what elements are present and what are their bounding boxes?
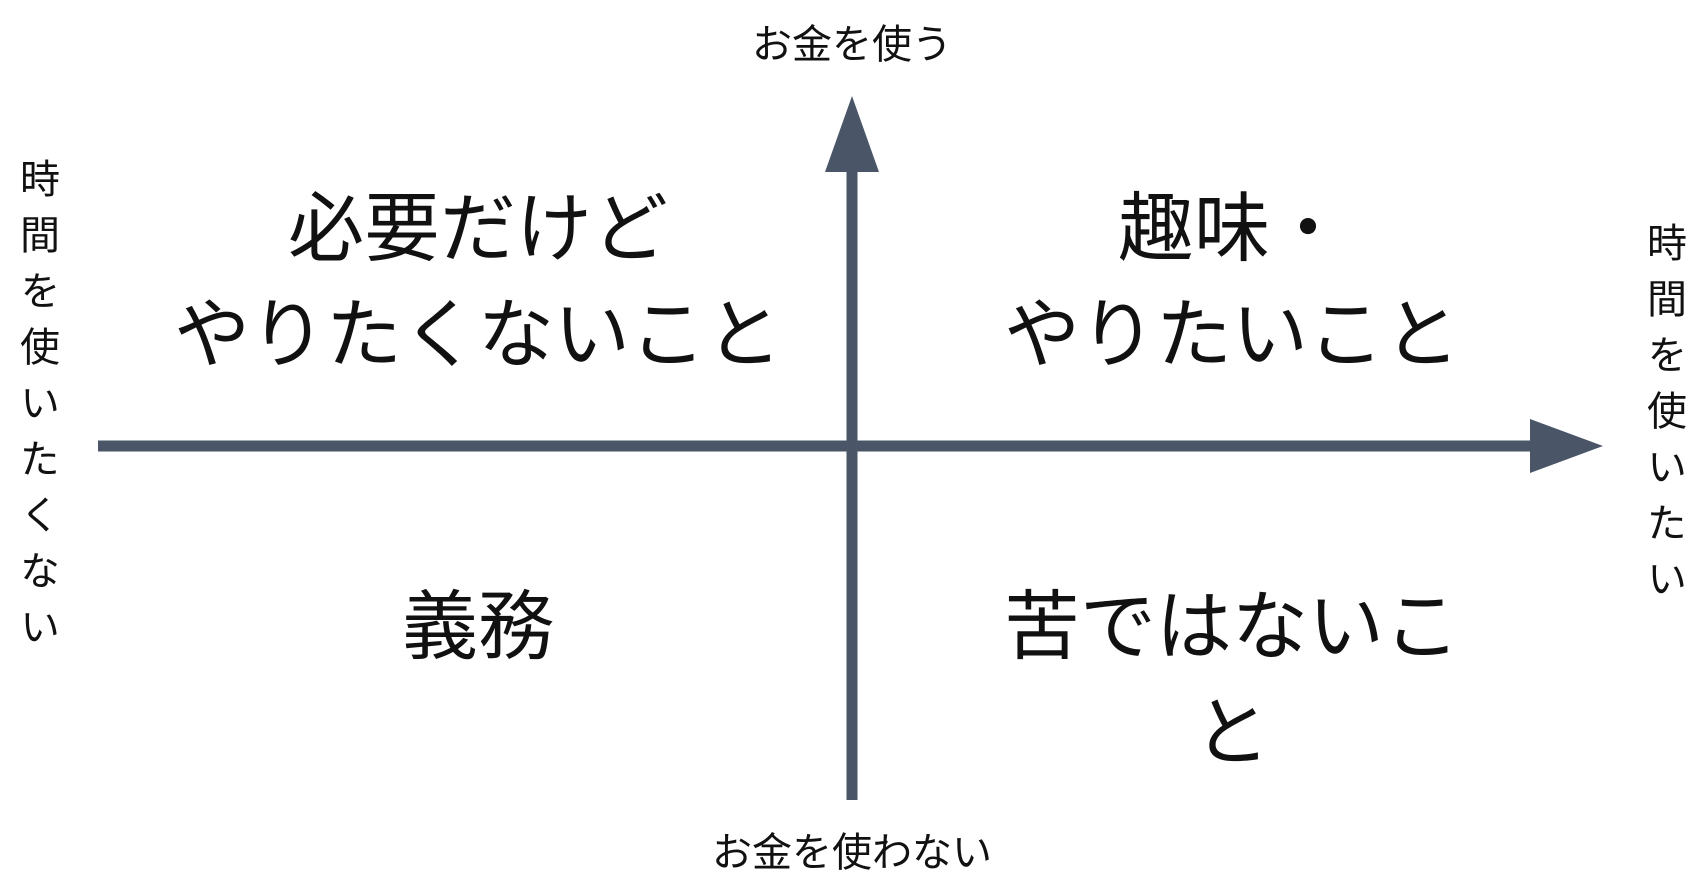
quadrant-top-right: 趣味・ やりたいこと	[1004, 184, 1460, 379]
quadrant-bottom-right: 苦ではないこと	[1004, 582, 1460, 777]
quadrant-top-left: 必要だけど やりたくないこと	[174, 184, 782, 379]
up-arrowhead-icon	[825, 96, 879, 172]
axis-label-right: 時間を使いたい	[1640, 222, 1686, 614]
right-arrowhead-icon	[1530, 419, 1603, 473]
quadrant-bottom-left: 義務	[402, 582, 554, 671]
axis-label-left: 時間を使いたくない	[13, 158, 59, 662]
axis-label-bottom: お金を使わない	[712, 830, 992, 876]
axis-label-top: お金を使う	[752, 22, 952, 68]
